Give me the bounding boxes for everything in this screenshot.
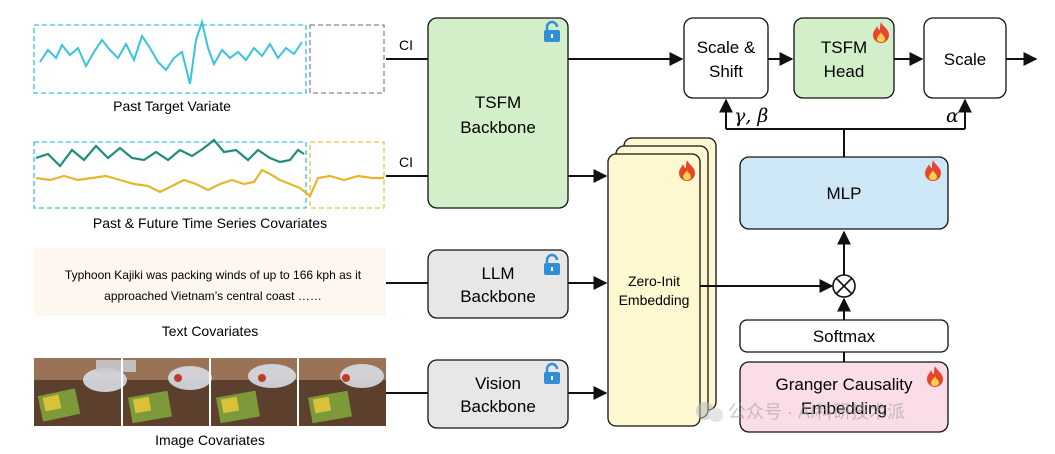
granger-line2: Embedding: [801, 399, 887, 418]
text-covariates-line1: Typhoon Kajiki was packing winds of up t…: [65, 268, 362, 282]
llm-backbone-line2: Backbone: [460, 287, 536, 306]
vision-backbone-block: Vision Backbone: [427, 359, 569, 429]
softmax-label: Softmax: [813, 327, 876, 346]
scale-block: Scale: [923, 17, 1007, 99]
granger-line1: Granger Causality: [775, 375, 913, 394]
scale-label: Scale: [944, 50, 987, 69]
covariates-panel: Past & Future Time Series Covariates: [33, 138, 385, 231]
vision-backbone-line2: Backbone: [460, 397, 536, 416]
zero-init-line1: Zero-Init: [628, 273, 680, 289]
past-target-series: [39, 18, 303, 85]
granger-causality-block: Granger Causality Embedding: [739, 361, 949, 433]
zero-init-line2: Embedding: [619, 292, 690, 308]
image-covariates-panel: Image Covariates: [34, 358, 386, 448]
tsfm-backbone-line1: TSFM: [475, 93, 521, 112]
past-target-label: Past Target Variate: [113, 98, 231, 114]
mlp-output-connectors: [719, 98, 972, 157]
llm-backbone-block: LLM Backbone: [427, 249, 569, 319]
tsfm-head-line2: Head: [824, 62, 865, 81]
ci-label-1: CI: [399, 37, 413, 53]
tsfm-head-line1: TSFM: [821, 38, 867, 57]
mlp-label: MLP: [827, 184, 862, 203]
scale-shift-line2: Shift: [709, 62, 743, 81]
ci-label-2: CI: [399, 154, 413, 170]
scale-shift-line1: Scale &: [697, 38, 756, 57]
text-covariates-panel: Typhoon Kajiki was packing winds of up t…: [34, 248, 386, 339]
llm-backbone-line1: LLM: [481, 264, 514, 283]
watermark: 公众号 · AI科研技术派: [696, 402, 905, 422]
multiply-node: [832, 274, 856, 298]
image-covariates-frames: [34, 358, 386, 426]
tsfm-head-block: TSFM Head: [793, 17, 895, 99]
covariate-series-gold: [35, 168, 384, 198]
tsfm-backbone-block: TSFM Backbone: [427, 17, 569, 209]
input-connectors: [386, 58, 428, 394]
image-covariates-label: Image Covariates: [155, 432, 265, 448]
zero-init-inputs: [568, 169, 608, 400]
mlp-block: MLP: [739, 156, 949, 230]
past-target-panel: Past Target Variate: [33, 18, 385, 114]
zero-init-embedding-block: Zero-Init Embedding: [607, 137, 717, 427]
alpha-label: α: [946, 105, 959, 127]
covariates-label: Past & Future Time Series Covariates: [93, 215, 327, 231]
softmax-block: Softmax: [739, 319, 949, 353]
text-covariates-line2: approached Vietnam’s central coast ……: [104, 289, 322, 303]
covariate-series-teal: [35, 138, 305, 168]
watermark-text: 公众号 · AI科研技术派: [728, 402, 905, 422]
tsfm-backbone-line2: Backbone: [460, 118, 536, 137]
text-covariates-label: Text Covariates: [162, 323, 258, 339]
vision-backbone-line1: Vision: [475, 374, 521, 393]
gamma-beta-label: γ, β: [734, 105, 768, 127]
scale-shift-block: Scale & Shift: [683, 17, 769, 99]
